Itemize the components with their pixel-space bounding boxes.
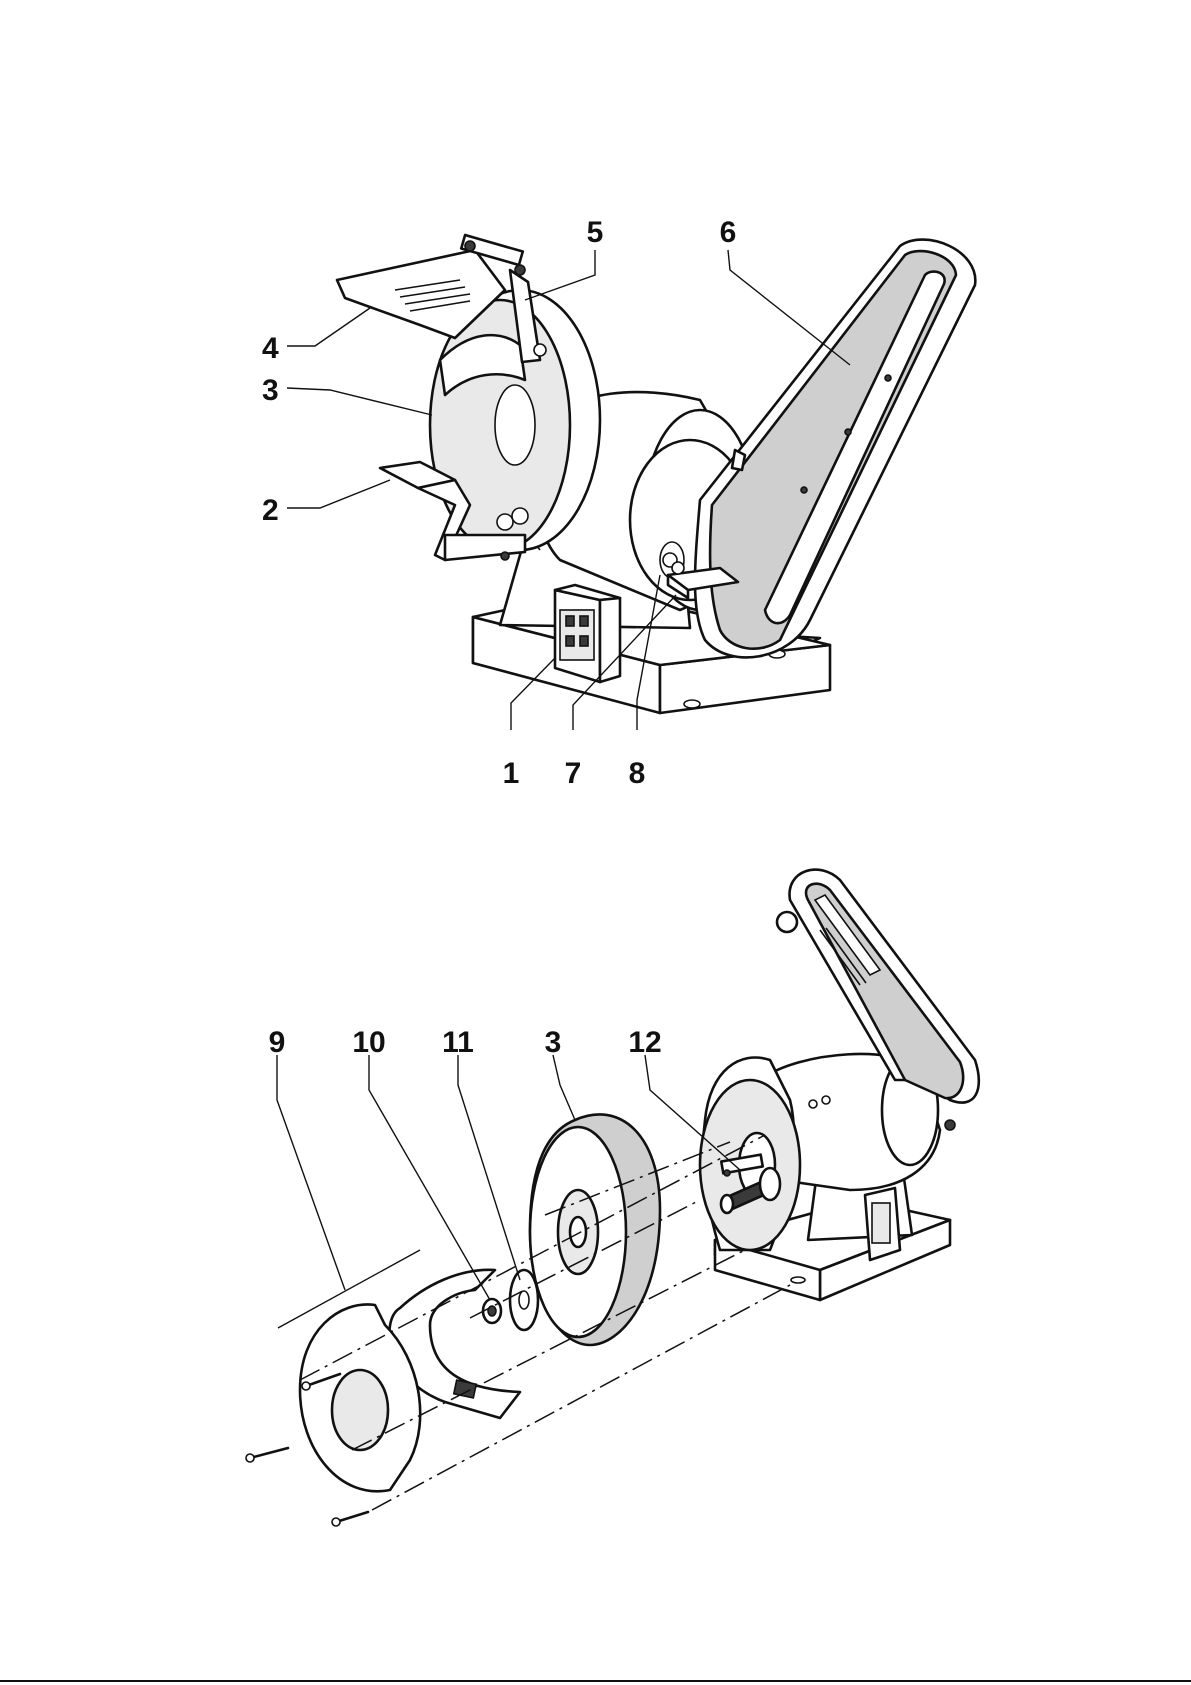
exploded-view-figure: 9 10 11 3 12 xyxy=(246,870,979,1526)
leader-lines-bottom xyxy=(277,1055,740,1300)
callout-7: 7 xyxy=(565,757,582,790)
callout-12: 12 xyxy=(628,1026,661,1059)
callout-11: 11 xyxy=(442,1026,474,1059)
callout-2: 2 xyxy=(262,494,279,527)
assembled-grinder-figure: 4 3 2 5 6 1 7 8 xyxy=(262,216,975,790)
callout-8: 8 xyxy=(629,757,646,790)
callout-10: 10 xyxy=(352,1026,385,1059)
footer-rule xyxy=(0,1680,1191,1682)
nut xyxy=(483,1299,501,1323)
callout-1: 1 xyxy=(503,757,520,790)
machine-right xyxy=(700,870,979,1300)
callout-3: 3 xyxy=(262,374,279,407)
callout-9: 9 xyxy=(269,1026,286,1059)
callout-5: 5 xyxy=(587,216,604,249)
callout-6: 6 xyxy=(720,216,737,249)
callout-4: 4 xyxy=(262,332,279,365)
flange xyxy=(510,1270,538,1330)
callouts-bottom: 9 10 11 3 12 xyxy=(269,1026,662,1059)
switch-box xyxy=(555,585,620,682)
callout-3-exploded: 3 xyxy=(545,1026,562,1059)
